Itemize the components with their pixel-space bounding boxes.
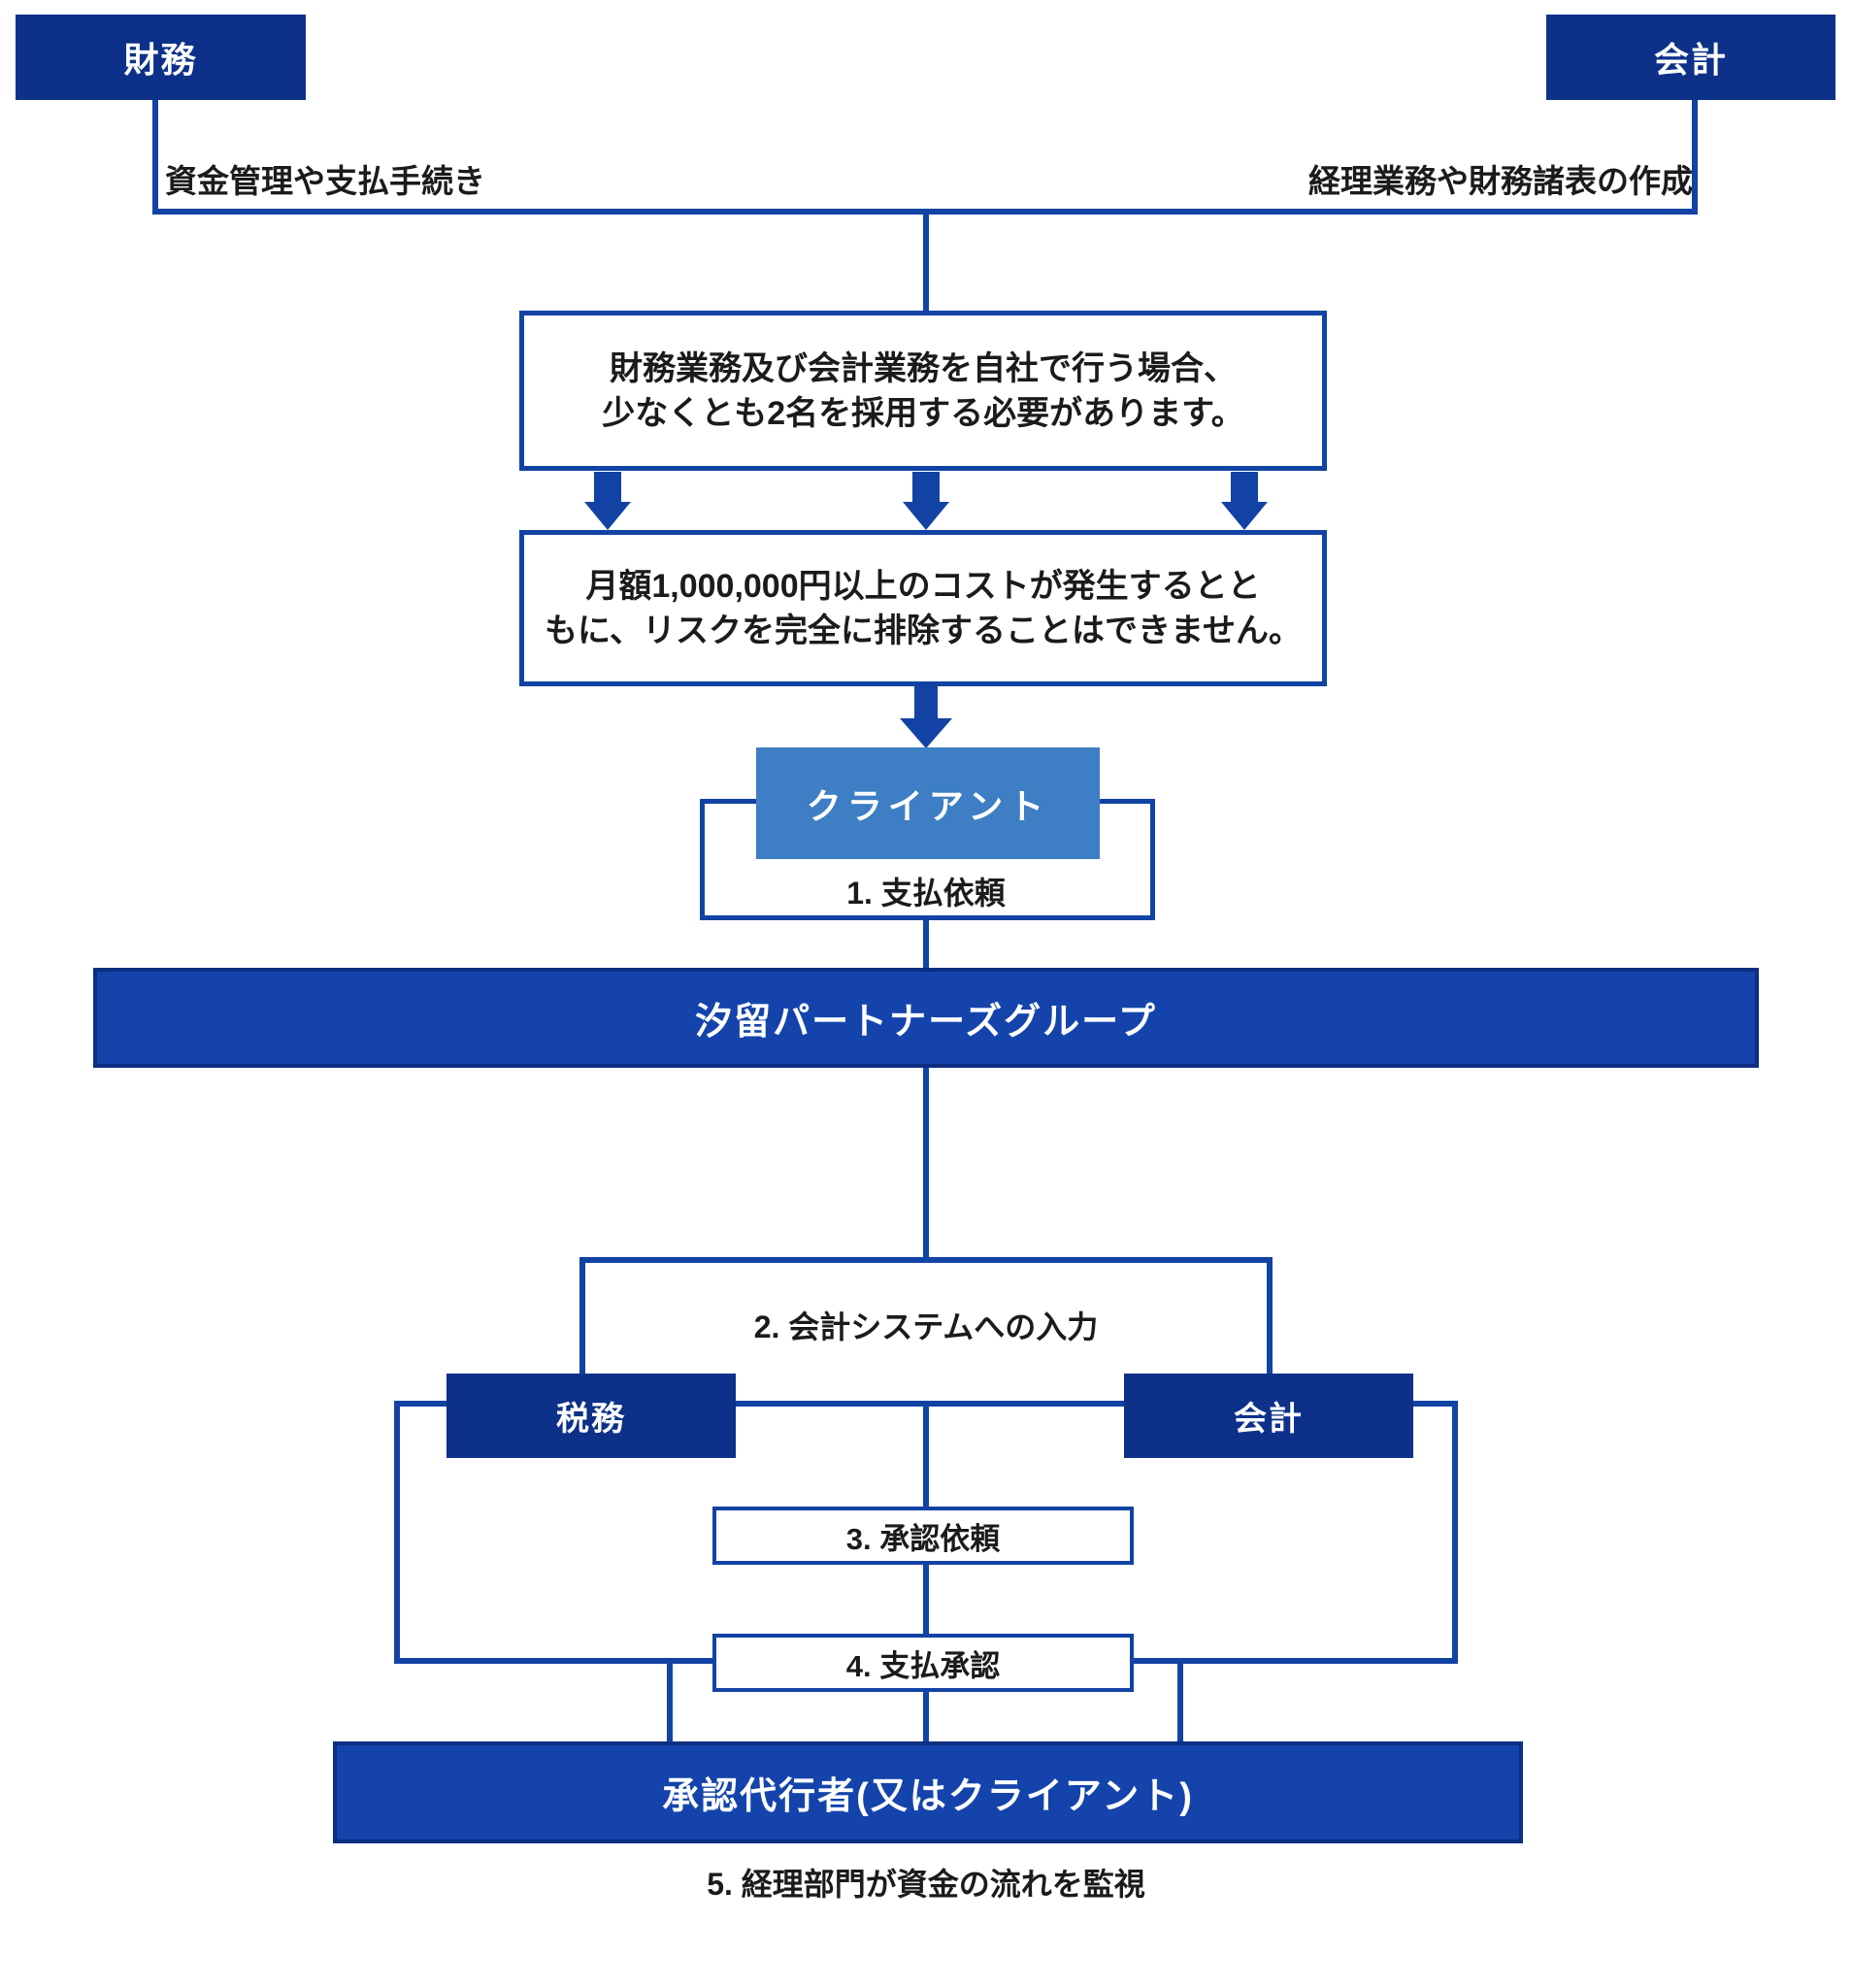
approver-bar: 承認代行者(又はクライアント) xyxy=(333,1741,1523,1843)
client-box-label: クライアント xyxy=(806,785,1050,826)
note2-line1: 月額1,000,000円以上のコストが発生するとと xyxy=(585,567,1261,605)
outer-right-vertical-line xyxy=(1452,1401,1458,1664)
arrow-center-shaft xyxy=(912,472,940,502)
note1-line1: 財務業務及び会計業務を自社で行う場合、 xyxy=(610,349,1237,387)
branch-bracket-left-vertical xyxy=(579,1257,585,1379)
big-arrow-head xyxy=(900,718,952,748)
bar-center-vertical-line xyxy=(923,1692,929,1741)
step5-label: 5. 経理部門が資金の流れを監視 xyxy=(707,1867,1145,1902)
approver-bar-label: 承認代行者(又はクライアント) xyxy=(662,1776,1194,1817)
step4-box: 4. 支払承認 xyxy=(712,1634,1134,1692)
group-bar-label: 汐留パートナーズグループ xyxy=(695,1002,1157,1043)
branch-bracket-top-line xyxy=(579,1257,1273,1263)
center-vertical-line-2 xyxy=(923,920,929,971)
note2-line2: もに、リスクを完全に排除することはできません。 xyxy=(545,612,1302,649)
accounting-note-label: 経理業務や財務諸表の作成 xyxy=(1308,163,1693,199)
accounting-top-vertical-line xyxy=(1692,100,1698,215)
finance-top-vertical-line xyxy=(152,100,158,215)
step3-label: 3. 承認依頼 xyxy=(845,1521,1001,1556)
approve-left-horizontal-line xyxy=(394,1658,718,1664)
outer-left-vertical-line xyxy=(394,1401,400,1664)
group-bar: 汐留パートナーズグループ xyxy=(93,968,1759,1068)
step4-label: 4. 支払承認 xyxy=(845,1648,1001,1683)
finance-box: 財務 xyxy=(16,15,306,100)
bar-left-vertical-line xyxy=(667,1658,673,1741)
finance-note-label: 資金管理や支払手続き xyxy=(165,163,485,199)
arrow-left-shaft xyxy=(594,472,621,502)
arrow-right-head xyxy=(1221,502,1268,530)
accounting-box-bottom-label: 会計 xyxy=(1234,1401,1304,1438)
bar-right-vertical-line xyxy=(1177,1658,1183,1741)
big-arrow-shaft xyxy=(914,686,938,718)
step2-label: 2. 会計システムへの入力 xyxy=(753,1309,1099,1344)
center-vertical-line-3 xyxy=(923,1068,929,1263)
center-vertical-line-1 xyxy=(923,213,929,313)
finance-box-label: 財務 xyxy=(123,40,198,80)
tax-box: 税務 xyxy=(446,1374,736,1458)
accounting-box-top: 会計 xyxy=(1546,15,1835,100)
note1-line2: 少なくとも2名を採用する必要があります。 xyxy=(602,394,1244,432)
accounting-box-top-label: 会計 xyxy=(1653,40,1728,80)
step1-label: 1. 支払依頼 xyxy=(846,876,1006,911)
note2-box: 月額1,000,000円以上のコストが発生するとと もに、リスクを完全に排除する… xyxy=(519,530,1327,686)
approve-right-horizontal-line xyxy=(1128,1658,1458,1664)
center-vertical-line-5 xyxy=(923,1565,929,1634)
tax-box-label: 税務 xyxy=(556,1401,626,1438)
arrow-center-head xyxy=(903,502,949,530)
branch-bracket-right-vertical xyxy=(1267,1257,1273,1379)
top-horizontal-connector-line xyxy=(152,209,1698,215)
arrow-left-head xyxy=(584,502,631,530)
center-vertical-line-4 xyxy=(923,1404,929,1510)
accounting-box-bottom: 会計 xyxy=(1124,1374,1413,1458)
note1-box: 財務業務及び会計業務を自社で行う場合、 少なくとも2名を採用する必要があります。 xyxy=(519,311,1327,471)
client-box: クライアント xyxy=(756,747,1100,859)
arrow-right-shaft xyxy=(1231,472,1258,502)
step3-box: 3. 承認依頼 xyxy=(712,1507,1134,1565)
